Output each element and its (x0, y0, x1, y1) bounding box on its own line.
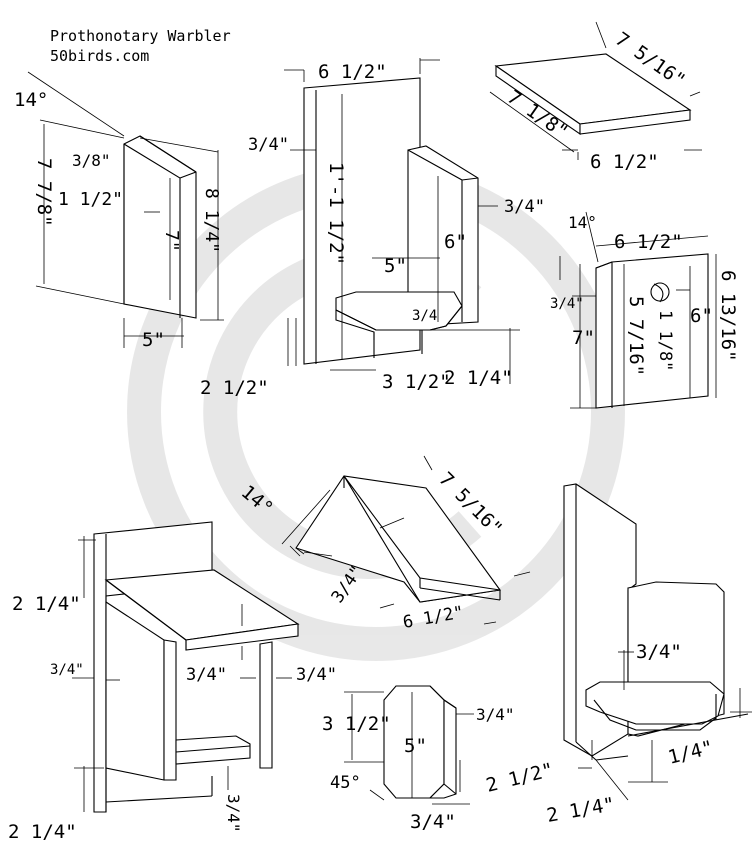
sv-top-label: 2 1/4" (12, 593, 81, 615)
side-inner-label: 7" (161, 230, 182, 252)
front-right-height-label: 6 13/16" (717, 270, 739, 362)
iso-view-drawing (563, 483, 752, 801)
iso-left-label: 2 1/2" (484, 759, 556, 797)
side-right-label: 8 1/4" (201, 188, 222, 253)
floor-inner-label: 5" (404, 735, 427, 757)
back-thick-label: 3/4" (248, 135, 289, 155)
back-height-label: 1'-1 1/2" (325, 162, 347, 265)
sv-bottom-label: 2 1/4" (8, 821, 77, 843)
hole-offset-label: 5 7/16" (625, 296, 647, 376)
floor-depth-label: 3 1/2" (382, 371, 451, 393)
floor-depth-label: 3/4" (410, 811, 456, 833)
roof-top-drawing (489, 21, 702, 160)
roof-panel-drawing (281, 455, 531, 625)
side-bevel-label: 3/8" (72, 151, 111, 170)
front-panel-drawing (559, 211, 717, 409)
back-assembly-drawing (284, 58, 520, 384)
site-name: 50birds.com (50, 47, 149, 65)
floor-height-label: 3 1/2" (322, 713, 391, 735)
floor-back-label: 2 1/4" (444, 367, 513, 389)
side-angle-label: 14° (14, 89, 48, 111)
floor-piece-drawing (344, 685, 474, 805)
front-angle-label: 14° (568, 213, 597, 232)
floor-thick-label: 3/4 (412, 308, 437, 324)
front-thick-label: 3/4" (550, 296, 584, 312)
hole-dia-label: 1 1/8" (655, 310, 675, 371)
side-offset-label: 1 1/2" (58, 189, 123, 210)
hole-height-label: 6" (690, 305, 713, 327)
floor-piece-thick-label: 3/4" (476, 705, 515, 724)
side-width-label: 5" (142, 329, 165, 351)
sv-right-thick-label: 3/4" (296, 665, 337, 685)
iso-right-label: 1/4" (666, 736, 716, 768)
side-panel-drawing (27, 71, 224, 348)
front-height-label: 6" (444, 231, 467, 253)
back-width-label: 6 1/2" (318, 61, 387, 83)
side-height-label: 7 7/8" (33, 158, 55, 227)
floor-angle-label: 45° (330, 773, 361, 793)
iso-bottom-label: 2 1/4" (545, 793, 616, 827)
front-width-label: 6 1/2" (614, 231, 683, 253)
back-bottom-label: 2 1/2" (200, 377, 269, 399)
sv-floor-thick-label: 3/4" (224, 794, 243, 833)
drawing-title: Prothonotary Warbler (50, 27, 231, 45)
front-left-height-label: 7" (572, 327, 595, 349)
roof-width-label: 6 1/2" (590, 151, 659, 173)
front-thick-label: 3/4" (504, 197, 545, 217)
iso-top-label: 3/4" (636, 641, 682, 663)
side-view-drawing (72, 521, 300, 813)
sv-thick-label: 3/4" (50, 662, 84, 678)
sv-roof-thick-label: 3/4" (186, 665, 227, 685)
floor-width-label: 5" (384, 255, 407, 277)
